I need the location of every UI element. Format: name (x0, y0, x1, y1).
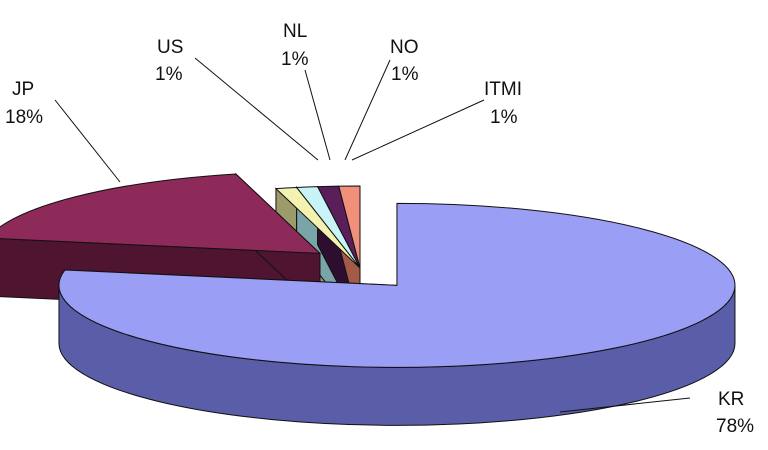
leader-line-us (194, 57, 319, 161)
label-us-name: US (157, 37, 183, 58)
label-kr-percent: 78% (716, 416, 754, 437)
label-itmi-percent: 1% (490, 107, 518, 128)
label-nl-percent: 1% (281, 49, 309, 70)
label-kr-name: KR (718, 389, 744, 410)
label-itmi-name: ITMI (484, 79, 522, 100)
label-no-percent: 1% (391, 64, 419, 85)
slice-jp (0, 173, 322, 254)
slice-itmi (338, 185, 361, 269)
label-nl-name: NL (283, 21, 307, 42)
leader-line-no (344, 59, 391, 161)
leader-line-itmi (351, 99, 485, 161)
label-jp-name: JP (12, 79, 34, 100)
label-jp-percent: 18% (5, 107, 43, 128)
slice-kr (58, 202, 736, 368)
leader-line-nl (304, 69, 331, 161)
leader-line-jp (54, 99, 121, 183)
label-us-percent: 1% (155, 64, 183, 85)
leader-lines (54, 57, 691, 413)
leader-line-kr (559, 397, 691, 413)
label-no-name: NO (390, 37, 419, 58)
slice-tops (0, 173, 736, 368)
